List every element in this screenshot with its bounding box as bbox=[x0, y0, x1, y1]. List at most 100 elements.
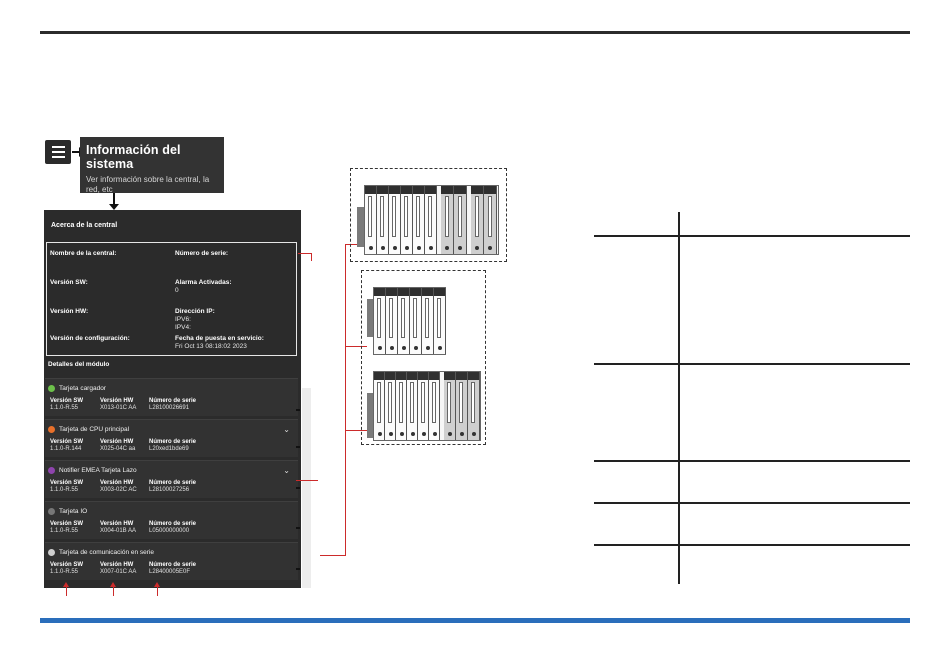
ip-field: Dirección IP: IPV6: IPV4: bbox=[175, 308, 215, 332]
config-version-label: Versión de configuración: bbox=[50, 335, 130, 342]
status-dot-icon bbox=[48, 385, 55, 392]
module-serial: L20xed1bde69 bbox=[149, 446, 189, 452]
callout-line bbox=[345, 430, 367, 431]
module-hw: X004-01B AA bbox=[100, 528, 137, 534]
modules-title: Detalles del módulo bbox=[48, 361, 110, 368]
table-row-line bbox=[594, 460, 910, 462]
table-row-line bbox=[594, 235, 910, 237]
col-hw-header: Versión HW bbox=[100, 480, 134, 486]
rack-side-panel bbox=[367, 299, 374, 337]
module-serial: L28100027256 bbox=[149, 487, 190, 493]
table-row-line bbox=[594, 544, 910, 546]
col-sw-header: Versión SW bbox=[50, 439, 84, 445]
panel-name-label: Nombre de la central: bbox=[50, 250, 117, 257]
card-slot bbox=[377, 186, 389, 254]
alarms-value: 0 bbox=[175, 287, 179, 294]
module-sw: 1.1.0-R.55 bbox=[50, 569, 79, 575]
col-sw-header: Versión SW bbox=[50, 480, 84, 486]
ipv4-label: IPV4: bbox=[175, 324, 191, 331]
card-slot bbox=[454, 186, 467, 254]
card-slot bbox=[441, 186, 454, 254]
status-dot-icon bbox=[48, 467, 55, 474]
ipv6-label: IPV6: bbox=[175, 316, 191, 323]
card-slot bbox=[468, 372, 480, 440]
panel-info-box: Nombre de la central: Número de serie: V… bbox=[46, 242, 297, 356]
rack bbox=[373, 371, 481, 441]
alarms-field: Alarma Activadas: 0 bbox=[175, 279, 231, 295]
chevron-down-icon[interactable]: ⌄ bbox=[283, 466, 290, 475]
card-slot bbox=[398, 288, 410, 354]
module-serial: L28100026691 bbox=[149, 405, 190, 411]
card-slot bbox=[422, 288, 434, 354]
card-slot bbox=[407, 372, 418, 440]
col-hw-header: Versión HW bbox=[100, 562, 134, 568]
card-slot bbox=[456, 372, 468, 440]
card-slot bbox=[396, 372, 407, 440]
card-slot bbox=[418, 372, 429, 440]
col-serial-header: Número de serie bbox=[149, 521, 197, 527]
callout-line bbox=[345, 244, 346, 556]
module-sw: 1.1.0-R.55 bbox=[50, 405, 79, 411]
col-hw-header: Versión HW bbox=[100, 439, 134, 445]
module-serial: L28400005E0F bbox=[149, 569, 191, 575]
arrow-up-icon bbox=[154, 582, 160, 596]
callout-line bbox=[311, 253, 312, 261]
rack-side-panel bbox=[357, 207, 364, 247]
module-hw: X025-04C aa bbox=[100, 446, 136, 452]
module-serial: L05000000000 bbox=[149, 528, 190, 534]
callout-line bbox=[296, 480, 318, 481]
serial-label: Número de serie: bbox=[175, 250, 229, 257]
col-hw-header: Versión HW bbox=[100, 521, 134, 527]
col-serial-header: Número de serie bbox=[149, 480, 197, 486]
arrow-up-icon bbox=[110, 582, 116, 596]
callout-line bbox=[345, 346, 367, 347]
top-rule bbox=[40, 31, 910, 34]
card-slot bbox=[484, 186, 497, 254]
status-dot-icon bbox=[48, 549, 55, 556]
module-hw: X013-01C AA bbox=[100, 405, 137, 411]
sw-version-label: Versión SW: bbox=[50, 279, 88, 286]
bottom-rule bbox=[40, 618, 910, 623]
module-card[interactable]: Tarjeta de comunicación en serie Versión… bbox=[45, 542, 298, 580]
col-sw-header: Versión SW bbox=[50, 562, 84, 568]
table-divider bbox=[678, 212, 680, 584]
callout-line bbox=[298, 253, 311, 254]
scrollbar[interactable] bbox=[302, 388, 311, 588]
chevron-down-icon[interactable]: ⌄ bbox=[283, 425, 290, 434]
col-serial-header: Número de serie bbox=[149, 439, 197, 445]
callout-tick bbox=[296, 487, 300, 489]
table-row-line bbox=[594, 363, 910, 365]
module-name: Tarjeta de comunicación en serie bbox=[59, 549, 155, 556]
system-info-card[interactable]: Información del sistema Ver información … bbox=[80, 137, 224, 194]
panel-title: Acerca de la central bbox=[51, 222, 118, 229]
callout-tick bbox=[296, 527, 300, 529]
col-serial-header: Número de serie bbox=[149, 398, 197, 404]
card-slot bbox=[410, 288, 422, 354]
card-slot bbox=[374, 288, 386, 354]
card-slot bbox=[389, 186, 401, 254]
hamburger-menu-icon[interactable] bbox=[45, 140, 71, 164]
card-slot bbox=[365, 186, 377, 254]
about-panel: Acerca de la central Nombre de la centra… bbox=[44, 210, 301, 588]
commission-value: Fri Oct 13 08:18:02 2023 bbox=[175, 343, 247, 350]
card-slot bbox=[413, 186, 425, 254]
callout-tick bbox=[296, 409, 300, 411]
rack-group-2 bbox=[361, 270, 486, 445]
callout-line bbox=[345, 244, 363, 245]
status-dot-icon bbox=[48, 508, 55, 515]
module-sw: 1.1.0-R.55 bbox=[50, 487, 79, 493]
system-info-subtitle: Ver información sobre la central, la red… bbox=[86, 175, 210, 194]
module-hw: X007-01C AA bbox=[100, 569, 137, 575]
arrow-down-icon bbox=[109, 193, 119, 210]
rack bbox=[364, 185, 499, 255]
rack-group-1 bbox=[350, 168, 507, 262]
card-slot bbox=[434, 288, 446, 354]
system-info-title: Información del sistema bbox=[86, 143, 181, 171]
module-name: Tarjeta de CPU principal bbox=[59, 426, 130, 433]
callout-tick bbox=[296, 446, 300, 448]
card-slot bbox=[471, 186, 484, 254]
